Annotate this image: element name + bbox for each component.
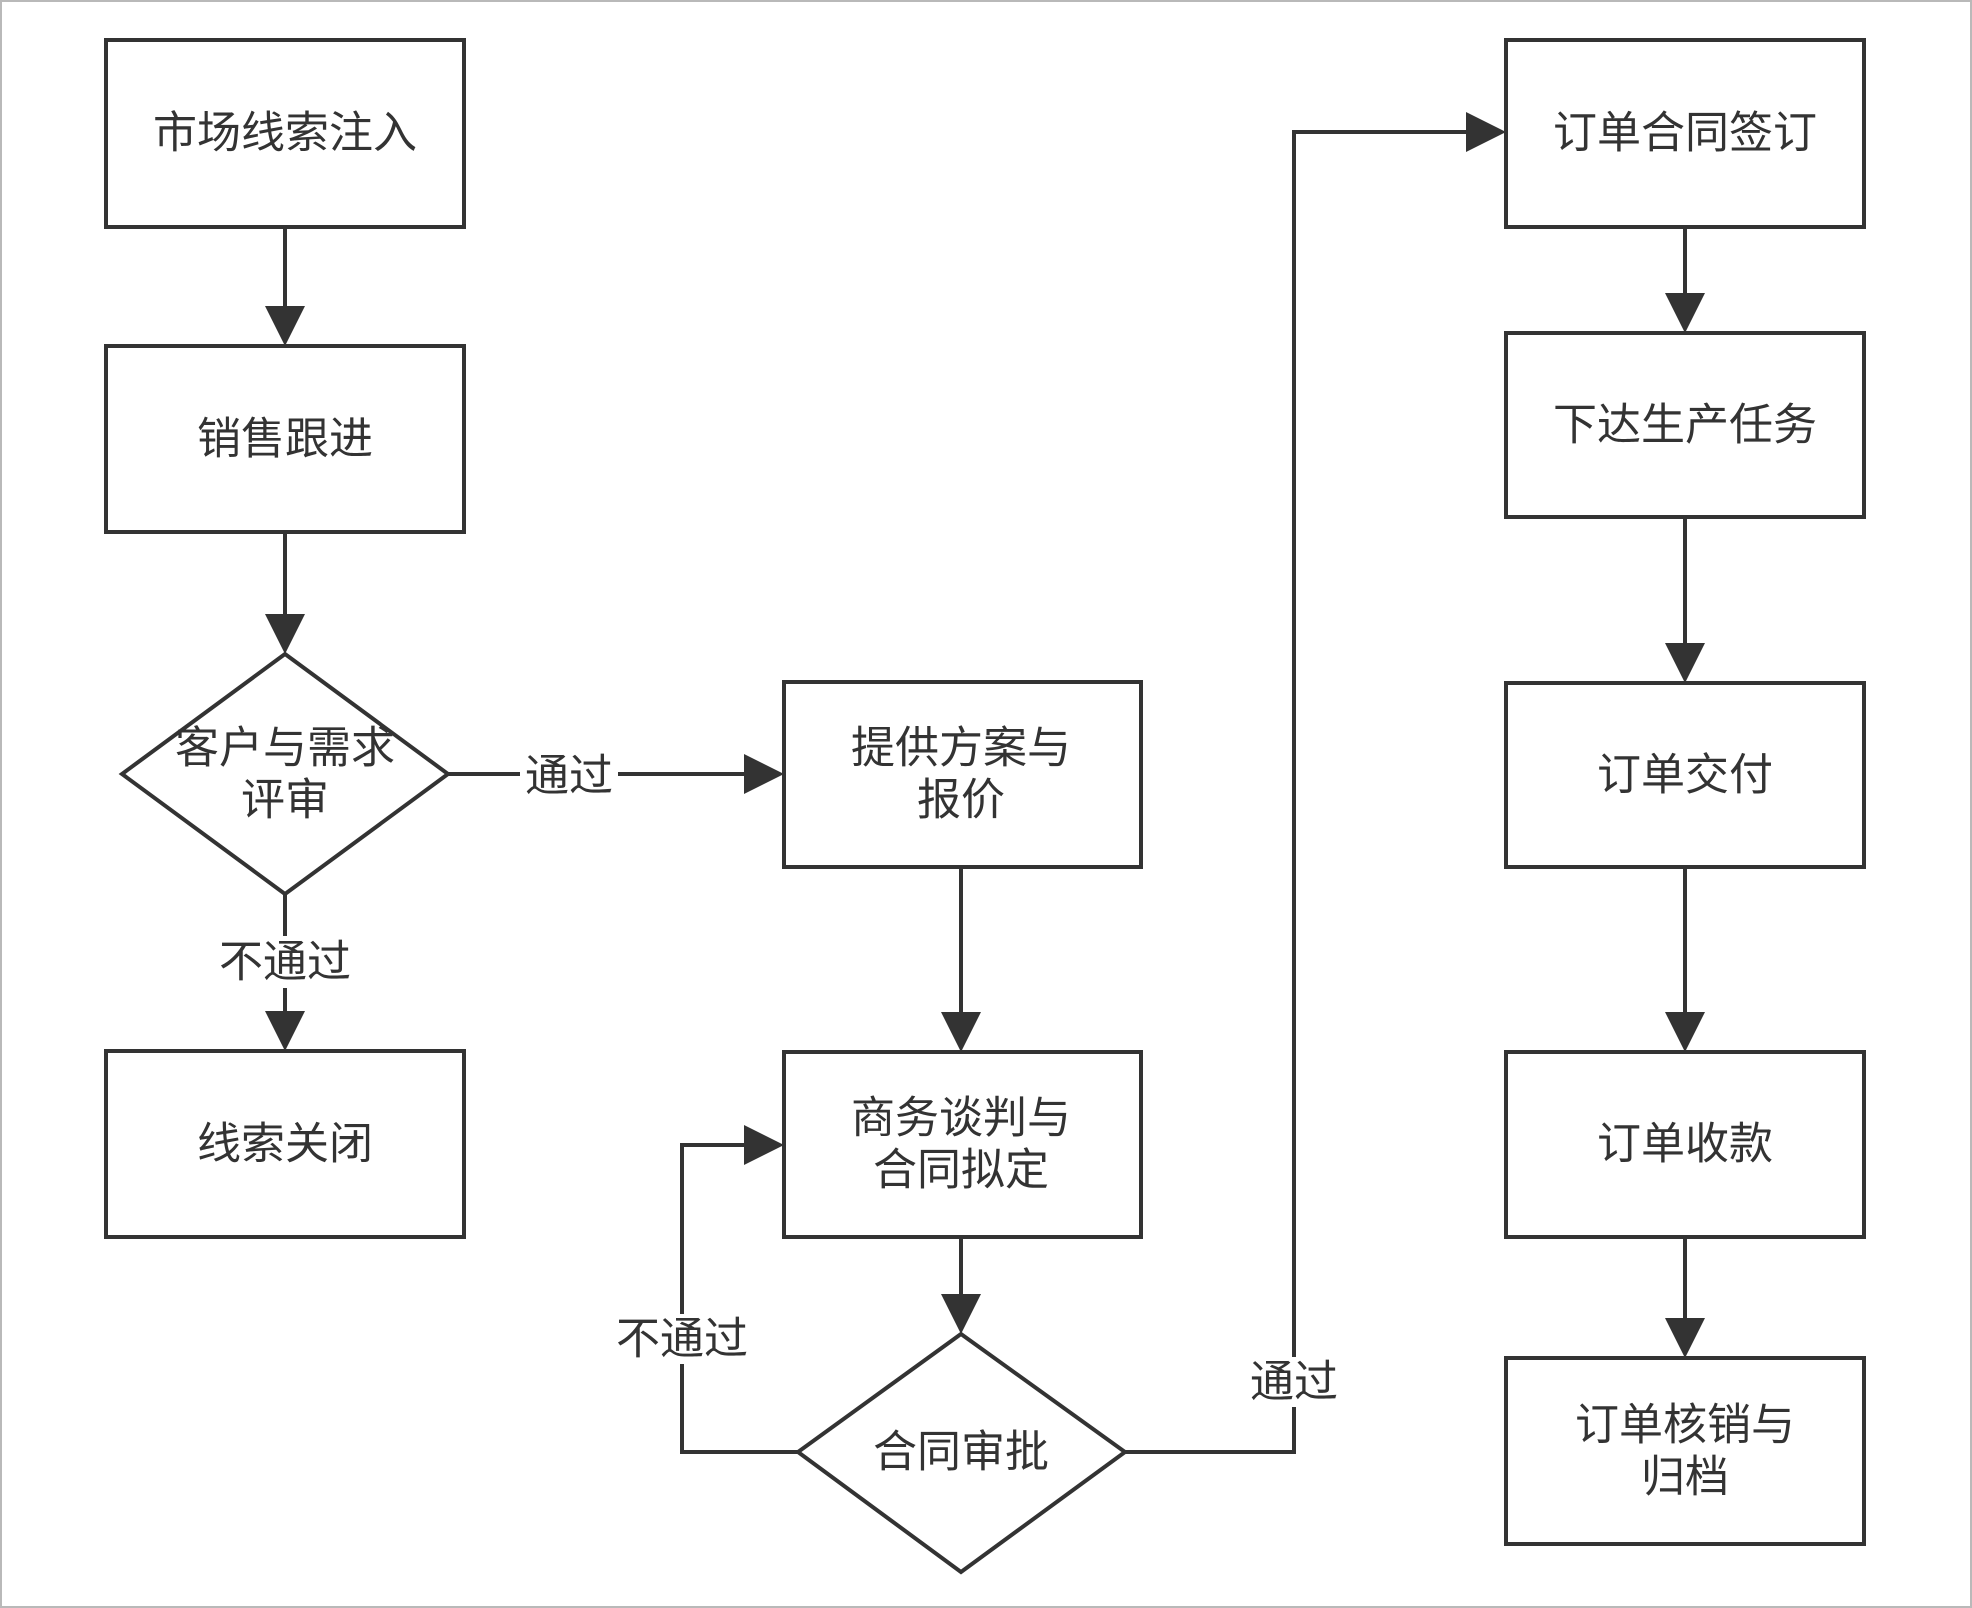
node-label: 订单收款 — [1597, 1119, 1773, 1170]
decision-contract-approval[interactable]: 合同审批 — [794, 1331, 1129, 1575]
node-label-line: 订单交付 — [1597, 750, 1773, 801]
node-label: 提供方案与报价 — [851, 723, 1071, 826]
node-label: 下达生产任务 — [1553, 400, 1817, 451]
node-label-line: 线索关闭 — [197, 1119, 373, 1170]
node-label-line: 订单核销与 — [1575, 1400, 1795, 1451]
node-label-line: 报价 — [917, 775, 1005, 826]
node-label: 订单合同签订 — [1553, 108, 1817, 159]
node-label: 订单交付 — [1597, 750, 1773, 801]
node-order-payment[interactable]: 订单收款 — [1504, 1050, 1866, 1239]
node-label: 市场线索注入 — [153, 108, 417, 159]
edge-label-review-fail: 不通过 — [219, 937, 351, 988]
node-label-line: 市场线索注入 — [153, 108, 417, 159]
node-label-line: 客户与需求 — [175, 723, 395, 774]
node-order-archive[interactable]: 订单核销与归档 — [1504, 1356, 1866, 1546]
node-label-line: 下达生产任务 — [1553, 400, 1817, 451]
decision-label: 合同审批 — [873, 1427, 1049, 1478]
node-label: 线索关闭 — [197, 1119, 373, 1170]
edge-label-approval-fail: 不通过 — [616, 1314, 748, 1365]
node-lead-closed[interactable]: 线索关闭 — [104, 1049, 466, 1239]
edge-label-review-pass: 通过 — [525, 751, 613, 802]
node-label: 订单核销与归档 — [1575, 1400, 1795, 1503]
node-label: 商务谈判与合同拟定 — [851, 1093, 1071, 1196]
node-label-line: 评审 — [241, 775, 329, 826]
edge-labels: 通过 不通过 不通过 通过 — [216, 751, 1338, 1408]
node-label-line: 合同审批 — [873, 1427, 1049, 1478]
edge-approval-fail-loop — [680, 1125, 798, 1454]
nodes: 市场线索注入 销售跟进 客户与需求评审 线索关闭 提供方案与报价 商务谈判与合同… — [104, 38, 1866, 1575]
node-label-line: 订单合同签订 — [1553, 108, 1817, 159]
node-order-delivery[interactable]: 订单交付 — [1504, 681, 1866, 869]
node-label-line: 合同拟定 — [873, 1145, 1049, 1196]
decision-label: 客户与需求评审 — [175, 723, 395, 826]
node-sales-followup[interactable]: 销售跟进 — [104, 344, 466, 534]
node-contract-signing[interactable]: 订单合同签订 — [1504, 38, 1866, 229]
node-label-line: 销售跟进 — [197, 414, 373, 465]
node-production-task[interactable]: 下达生产任务 — [1504, 331, 1866, 519]
node-label-line: 商务谈判与 — [851, 1093, 1071, 1144]
edge-approval-to-signing — [1125, 112, 1506, 1454]
node-negotiation-contract[interactable]: 商务谈判与合同拟定 — [782, 1050, 1143, 1239]
edges — [265, 112, 1705, 1454]
node-proposal-quote[interactable]: 提供方案与报价 — [782, 680, 1143, 869]
edge-label-approval-pass: 通过 — [1250, 1357, 1338, 1408]
node-lead-injection[interactable]: 市场线索注入 — [104, 38, 466, 229]
node-label-line: 订单收款 — [1597, 1119, 1773, 1170]
decision-customer-review[interactable]: 客户与需求评审 — [118, 651, 452, 897]
node-label-line: 提供方案与 — [851, 723, 1071, 774]
node-label: 销售跟进 — [197, 414, 373, 465]
node-label-line: 归档 — [1641, 1452, 1729, 1503]
